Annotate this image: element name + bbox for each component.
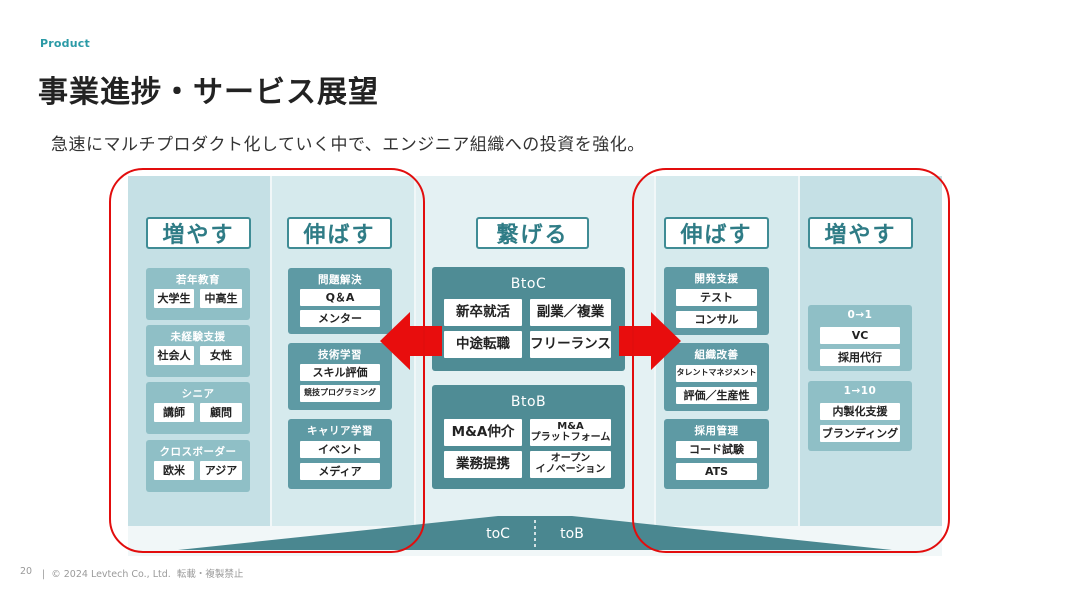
group-inexperienced-support: 未経験支援 社会人 女性 bbox=[146, 325, 250, 377]
group-label: クロスボーダー bbox=[159, 446, 237, 458]
right-arrow-icon bbox=[619, 312, 681, 370]
group-problem-solving: 問題解決 Q＆A メンター bbox=[288, 268, 392, 334]
chip: 中途転職 bbox=[444, 331, 522, 358]
page-title: 事業進捗・サービス展望 bbox=[38, 75, 379, 110]
group-label: 組織改善 bbox=[694, 349, 739, 361]
chip: 内製化支援 bbox=[820, 403, 900, 420]
base-platform bbox=[178, 516, 892, 550]
group-youth-education: 若年教育 大学生 中高生 bbox=[146, 268, 250, 320]
page-subtitle: 急速にマルチプロダクト化していく中で、エンジニア組織への投資を強化。 bbox=[51, 135, 645, 155]
base-label-tob: toB bbox=[560, 526, 584, 542]
group-org-improvement: 組織改善 タレントマネジメント 評価／生産性 bbox=[664, 343, 769, 411]
btob-title: BtoB bbox=[510, 394, 547, 410]
highlight-right bbox=[632, 168, 950, 553]
group-label: 1→10 bbox=[843, 385, 877, 397]
group-label: 問題解決 bbox=[318, 274, 362, 286]
section-label: Product bbox=[40, 37, 90, 50]
chip: 業務提携 bbox=[444, 451, 522, 478]
chip: M&A仲介 bbox=[444, 419, 522, 446]
btoc-box: BtoC 新卒就活 副業／複業 中途転職 フリーランス bbox=[432, 267, 625, 371]
chip: テスト bbox=[676, 289, 757, 306]
highlight-left bbox=[109, 168, 425, 553]
group-tech-learning: 技術学習 スキル評価 競技プログラミング bbox=[288, 343, 392, 410]
chip: イベント bbox=[300, 441, 380, 458]
chip: M&A プラットフォーム bbox=[530, 419, 611, 446]
heading-right-increase: 増やす bbox=[808, 217, 913, 249]
chip: 欧米 bbox=[154, 461, 194, 480]
heading-center: 繋げる bbox=[476, 217, 589, 249]
heading-right-extend: 伸ばす bbox=[664, 217, 769, 249]
chip: VC bbox=[820, 327, 900, 344]
chip: メンター bbox=[300, 310, 380, 327]
group-zero-to-one: 0→1 VC 採用代行 bbox=[808, 305, 912, 371]
chip: スキル評価 bbox=[300, 364, 380, 381]
chip: タレントマネジメント bbox=[676, 365, 757, 382]
chip: コンサル bbox=[676, 311, 757, 328]
chip: 採用代行 bbox=[820, 349, 900, 366]
chip: 副業／複業 bbox=[530, 299, 611, 326]
base-label-toc: toC bbox=[486, 526, 510, 542]
chip: オープン イノベーション bbox=[530, 451, 611, 478]
chip: Q＆A bbox=[300, 289, 380, 306]
chip: ブランディング bbox=[820, 425, 900, 442]
copyright: | © 2024 Levtech Co., Ltd. 転載・複製禁止 bbox=[42, 569, 244, 580]
diagram: 増やす 伸ばす 繋げる 伸ばす 増やす 若年教育 大学生 中高生 未経験支援 社… bbox=[128, 176, 942, 556]
chip: 新卒就活 bbox=[444, 299, 522, 326]
chip: 講師 bbox=[154, 403, 194, 422]
chip: フリーランス bbox=[530, 331, 611, 358]
chip: 顧問 bbox=[200, 403, 242, 422]
group-senior: シニア 講師 顧問 bbox=[146, 382, 250, 434]
chip: 評価／生産性 bbox=[676, 387, 757, 404]
group-label: 技術学習 bbox=[318, 349, 362, 361]
heading-left-extend: 伸ばす bbox=[287, 217, 392, 249]
chip: メディア bbox=[300, 463, 380, 480]
group-label: 開発支援 bbox=[694, 273, 739, 285]
left-arrow-icon bbox=[380, 312, 442, 370]
chip: アジア bbox=[200, 461, 242, 480]
group-label: 未経験支援 bbox=[170, 331, 226, 343]
group-label: 0→1 bbox=[847, 309, 873, 321]
chip: 中高生 bbox=[200, 289, 242, 308]
chip: コード試験 bbox=[676, 441, 757, 458]
group-career-learning: キャリア学習 イベント メディア bbox=[288, 419, 392, 489]
group-label: 若年教育 bbox=[176, 274, 220, 286]
chip: 社会人 bbox=[154, 346, 194, 365]
group-label: キャリア学習 bbox=[307, 425, 373, 437]
btoc-title: BtoC bbox=[510, 276, 547, 292]
chip: 大学生 bbox=[154, 289, 194, 308]
group-one-to-ten: 1→10 内製化支援 ブランディング bbox=[808, 381, 912, 451]
chip: 競技プログラミング bbox=[300, 385, 380, 402]
chip: ATS bbox=[676, 463, 757, 480]
btob-box: BtoB M&A仲介 M&A プラットフォーム 業務提携 オープン イノベーショ… bbox=[432, 385, 625, 489]
group-dev-support: 開発支援 テスト コンサル bbox=[664, 267, 769, 335]
chip: 女性 bbox=[200, 346, 242, 365]
page-number: 20 bbox=[20, 566, 33, 577]
group-cross-border: クロスボーダー 欧米 アジア bbox=[146, 440, 250, 492]
group-recruiting-management: 採用管理 コード試験 ATS bbox=[664, 419, 769, 489]
heading-left-increase: 増やす bbox=[146, 217, 251, 249]
group-label: 採用管理 bbox=[694, 425, 739, 437]
group-label: シニア bbox=[181, 388, 215, 400]
